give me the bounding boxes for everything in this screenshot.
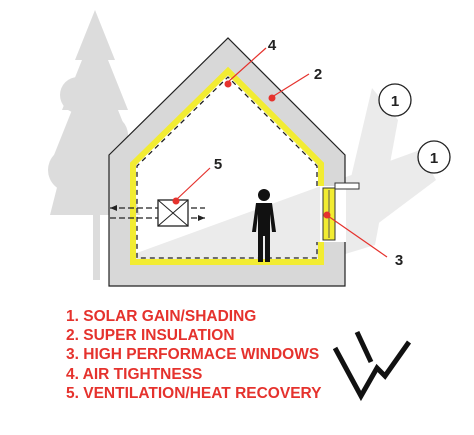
legend-list: 1. SOLAR GAIN/SHADING 2. SUPER INSULATIO… bbox=[66, 307, 322, 403]
sun-circle-lower bbox=[417, 140, 451, 174]
sun-circle-upper bbox=[378, 83, 412, 117]
shading-overhang bbox=[334, 182, 360, 190]
legend-item-solar: 1. SOLAR GAIN/SHADING bbox=[66, 308, 257, 325]
legend-item-insulation: 2. SUPER INSULATION bbox=[66, 327, 235, 345]
air-tightness-line bbox=[136, 76, 318, 259]
ventilation-unit-icon bbox=[110, 199, 205, 227]
brand-logo-icon bbox=[333, 330, 412, 402]
passive-house-diagram: 1 1 2 3 4 5 bbox=[48, 10, 451, 287]
legend-item-ventilation: 5. VENTILATION/HEAT RECOVERY bbox=[66, 384, 322, 402]
callout-4: 4 bbox=[268, 37, 277, 54]
person-icon bbox=[252, 189, 276, 262]
callout-1-lower: 1 bbox=[430, 150, 438, 167]
callout-1-upper: 1 bbox=[391, 93, 399, 110]
sunbeams bbox=[112, 88, 436, 262]
callout-2: 2 bbox=[314, 66, 322, 83]
callout-3: 3 bbox=[395, 252, 403, 269]
sunbeam-lower bbox=[112, 150, 436, 262]
insulation-layer bbox=[130, 66, 324, 265]
legend-item-air-tightness: 4. AIR TIGHTNESS bbox=[66, 365, 203, 383]
callout-leaders bbox=[172, 47, 388, 258]
callout-5: 5 bbox=[214, 156, 222, 173]
legend-item-windows: 3. HIGH PERFORMACE WINDOWS bbox=[66, 346, 320, 364]
